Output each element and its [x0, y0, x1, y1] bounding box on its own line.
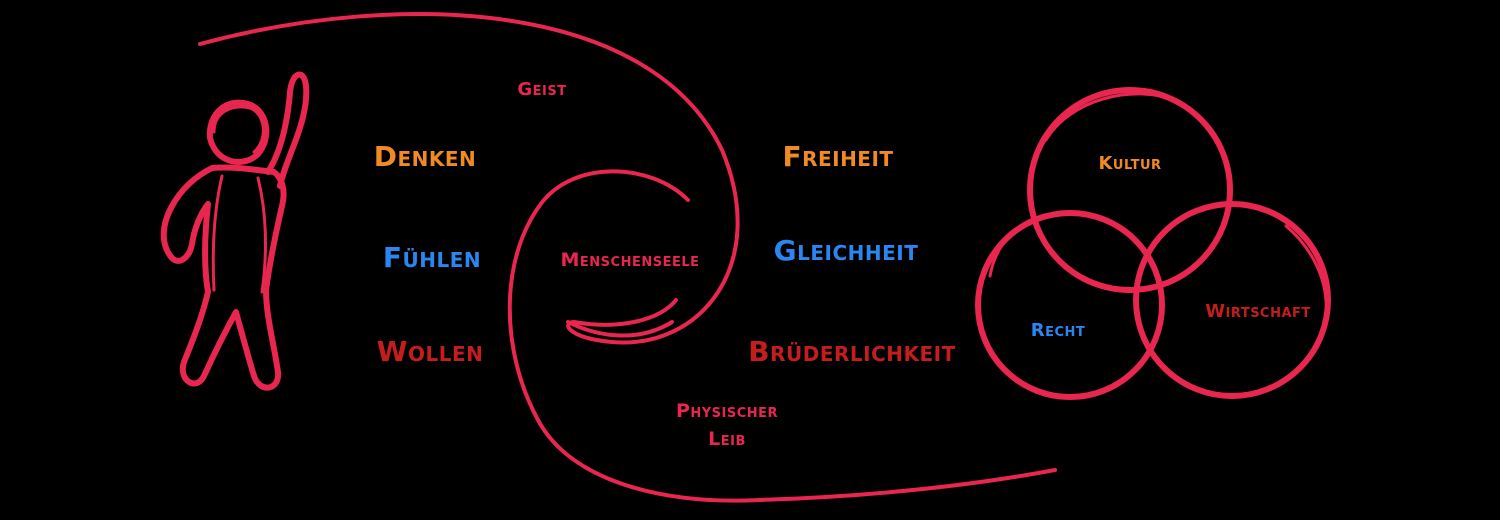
- inner-spiral-start: [566, 320, 674, 338]
- person-raised-arm: [265, 71, 310, 189]
- inner-spiral: [507, 169, 1057, 503]
- circle-kultur: [1027, 87, 1233, 293]
- circle-recht-sketch: [988, 212, 1052, 278]
- person-head: [206, 99, 270, 165]
- person-body: [160, 164, 287, 391]
- label-recht: Recht: [1031, 320, 1086, 341]
- label-freiheit: Freiheit: [782, 140, 893, 173]
- label-leib: Leib: [708, 428, 746, 450]
- label-menschenseele: Menschenseele: [561, 249, 700, 271]
- label-physischer: Physischer: [676, 400, 778, 422]
- label-wirtschaft: Wirtschaft: [1205, 301, 1311, 322]
- circle-wirtschaft: [1133, 201, 1331, 399]
- label-denken: Denken: [374, 140, 477, 173]
- label-wollen: Wollen: [377, 335, 484, 368]
- person-head-sketch: [212, 105, 265, 154]
- label-geist: Geist: [517, 79, 566, 100]
- soul-spiral: [198, 12, 740, 345]
- circle-recht: [975, 210, 1165, 400]
- label-bruederlichkeit: Brüderlichkeit: [748, 335, 956, 368]
- label-gleichheit: Gleichheit: [774, 234, 919, 267]
- label-fuehlen: Fühlen: [383, 241, 481, 274]
- circle-wirtschaft-sketch: [1284, 224, 1328, 314]
- person-waving-icon: [160, 71, 310, 391]
- person-body-sketch: [211, 174, 267, 294]
- circle-kultur-sketch: [1044, 92, 1178, 142]
- label-kultur: Kultur: [1098, 153, 1161, 174]
- social-spheres-venn: Kultur Recht Wirtschaft: [975, 87, 1331, 400]
